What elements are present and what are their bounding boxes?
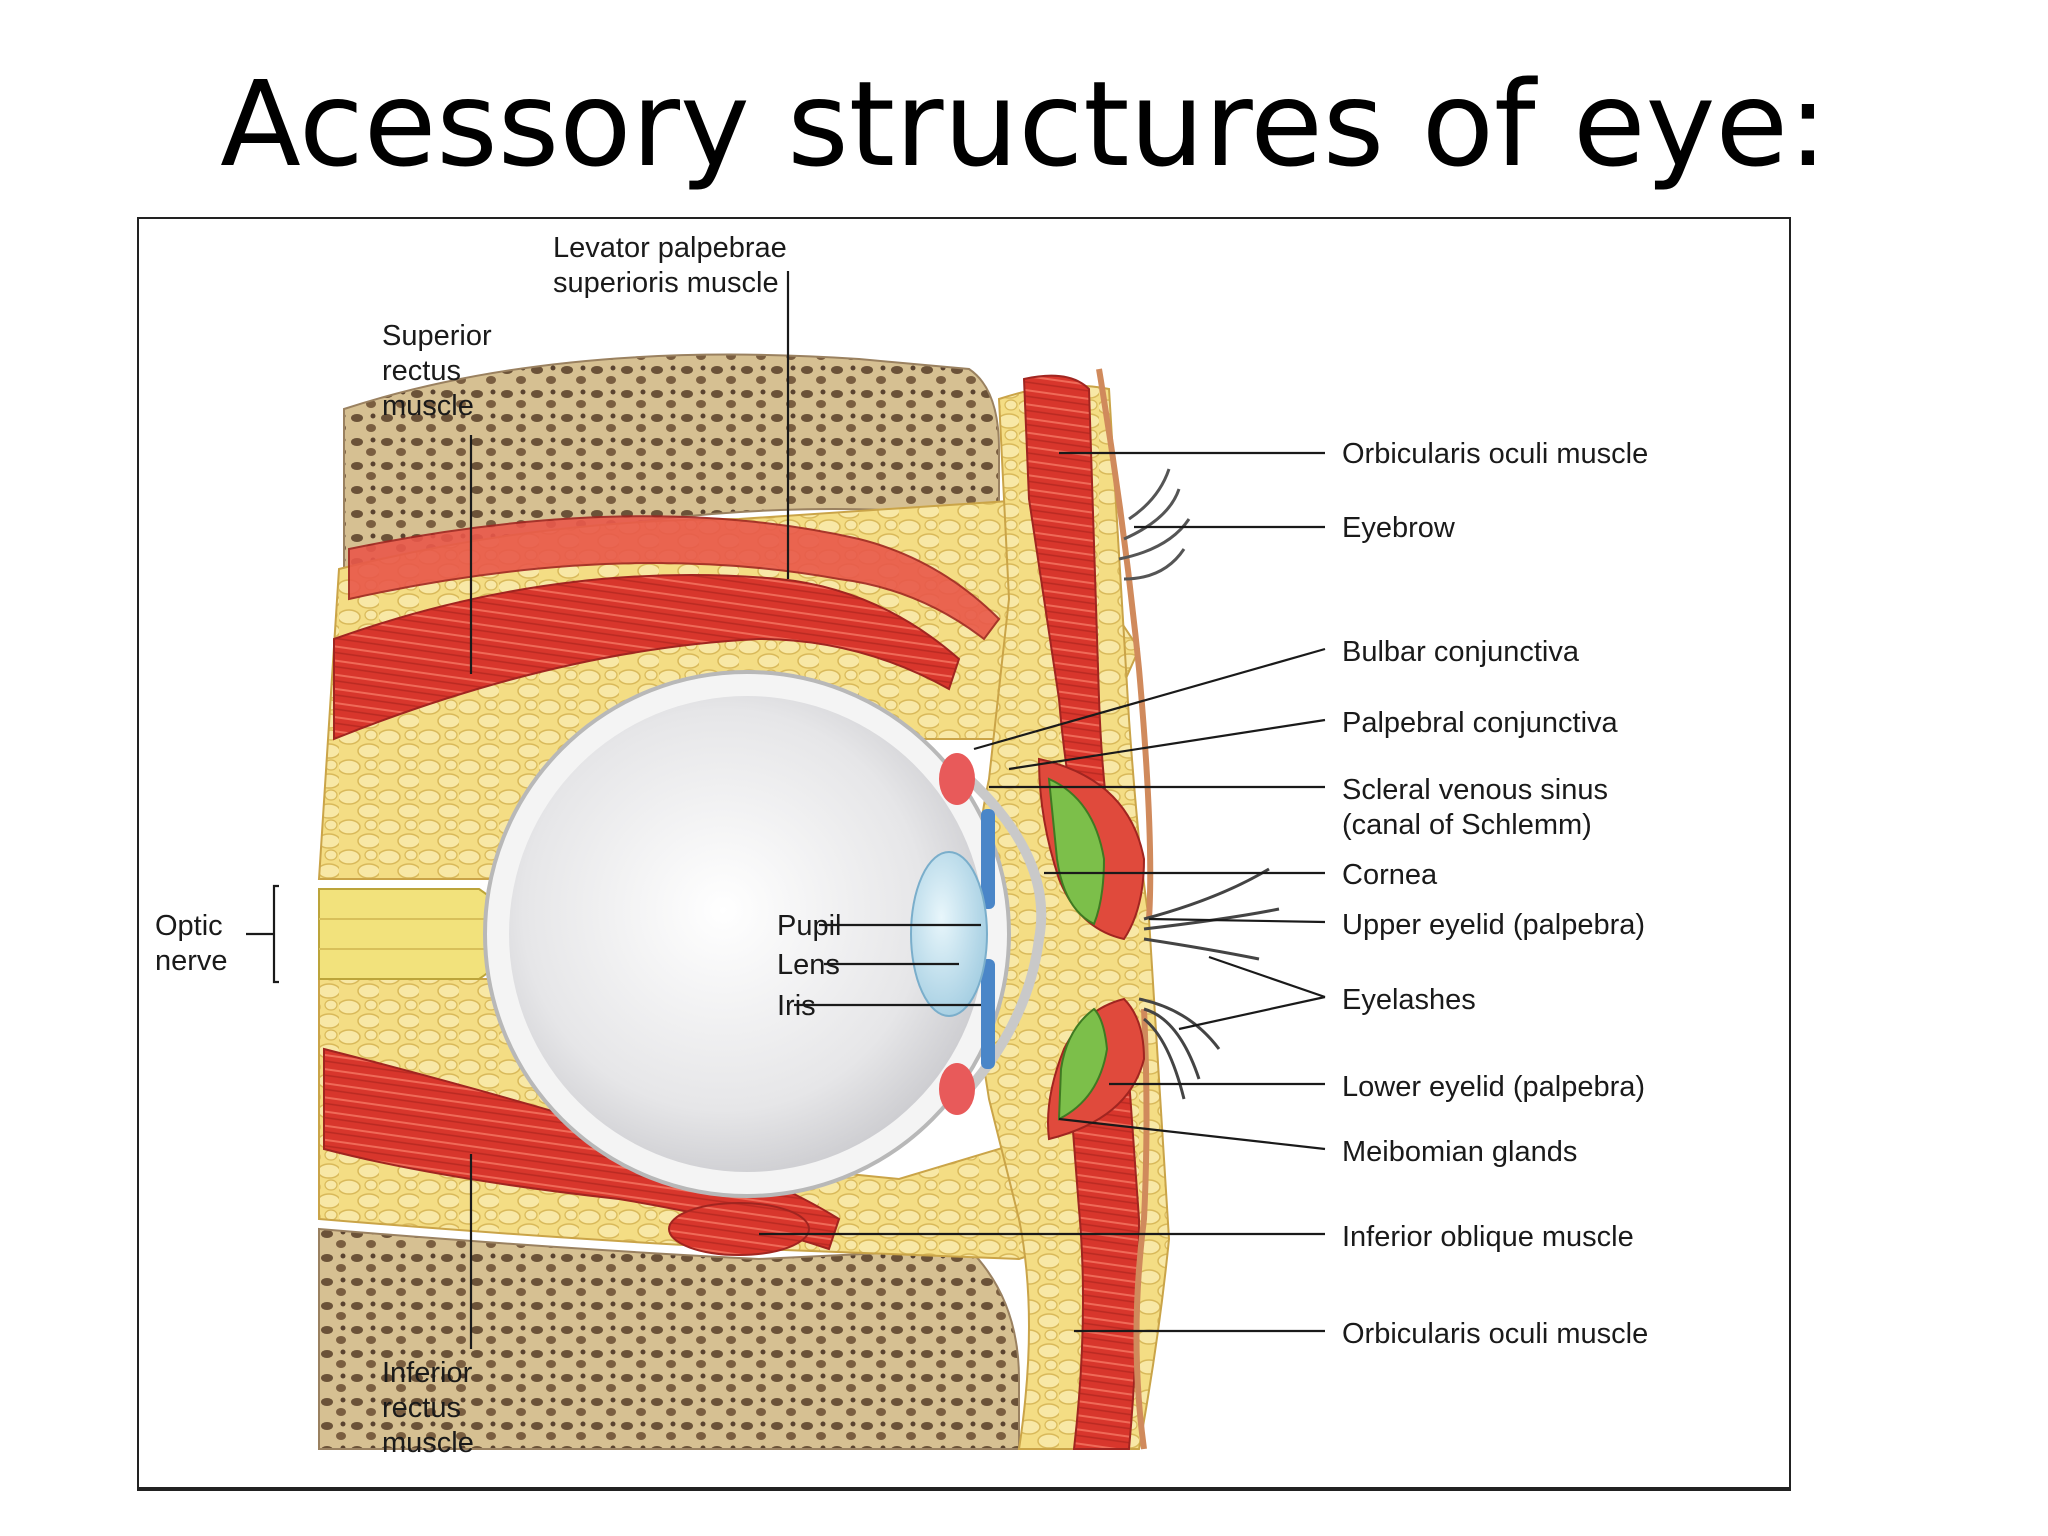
eye-diagram-figure: Levator palpebrae superioris muscle Supe… (137, 217, 1791, 1491)
cornea (965, 775, 1047, 1093)
meibomian-gland-upper (1047, 777, 1106, 926)
eye-cross-section-illustration: Levator palpebrae superioris muscle Supe… (155, 232, 1648, 1459)
levator-palpebrae-muscle (348, 515, 1001, 641)
label-inferior-rectus-3: muscle (382, 1427, 474, 1459)
label-eyebrow: Eyebrow (1342, 512, 1456, 544)
label-superior-rectus-1: Superior (382, 320, 492, 352)
label-upper-eyelid: Upper eyelid (palpebra) (1342, 909, 1645, 941)
label-pupil: Pupil (777, 910, 842, 942)
label-superior-rectus-2: rectus (382, 355, 461, 387)
label-iris: Iris (777, 990, 816, 1022)
label-lower-eyelid: Lower eyelid (palpebra) (1342, 1071, 1645, 1103)
lens (910, 851, 988, 1017)
ciliary-body-upper (939, 753, 975, 805)
label-inferior-oblique: Inferior oblique muscle (1342, 1221, 1634, 1253)
label-lens: Lens (777, 949, 840, 981)
label-levator-1: Levator palpebrae (553, 232, 787, 264)
eyebrow-hair (1118, 468, 1191, 581)
inferior-oblique-muscle (668, 1202, 810, 1256)
skin-outline (1096, 368, 1154, 1450)
superior-rectus-muscle (333, 574, 961, 741)
lower-orbital-bone (318, 1227, 1020, 1450)
meibomian-gland-lower (1057, 1007, 1109, 1121)
label-inferior-rectus-2: rectus (382, 1392, 461, 1424)
label-eyelashes: Eyelashes (1342, 984, 1476, 1016)
iris-upper (981, 809, 995, 909)
label-cornea: Cornea (1342, 859, 1438, 891)
iris-lower (981, 959, 995, 1069)
label-optic-2: nerve (155, 945, 228, 977)
label-superior-rectus-3: muscle (382, 390, 474, 422)
vitreous-chamber (509, 696, 985, 1172)
label-bulbar-conjunctiva: Bulbar conjunctiva (1342, 636, 1580, 668)
label-orbicularis-bottom: Orbicularis oculi muscle (1342, 1318, 1648, 1350)
label-optic-1: Optic (155, 910, 223, 942)
ciliary-body-lower (939, 1063, 975, 1115)
label-meibomian-glands: Meibomian glands (1342, 1136, 1577, 1168)
label-palpebral-conjunctiva: Palpebral conjunctiva (1342, 707, 1619, 739)
slide-title: Acessory structures of eye: (220, 55, 1828, 193)
label-orbicularis-top: Orbicularis oculi muscle (1342, 438, 1648, 470)
eyelashes-hair (1138, 867, 1280, 1100)
label-scleral-1: Scleral venous sinus (1342, 774, 1608, 806)
label-levator-2: superioris muscle (553, 267, 779, 299)
label-scleral-2: (canal of Schlemm) (1342, 809, 1592, 841)
label-inferior-rectus-1: Inferior (382, 1357, 473, 1389)
leader-lines (246, 271, 1326, 1349)
